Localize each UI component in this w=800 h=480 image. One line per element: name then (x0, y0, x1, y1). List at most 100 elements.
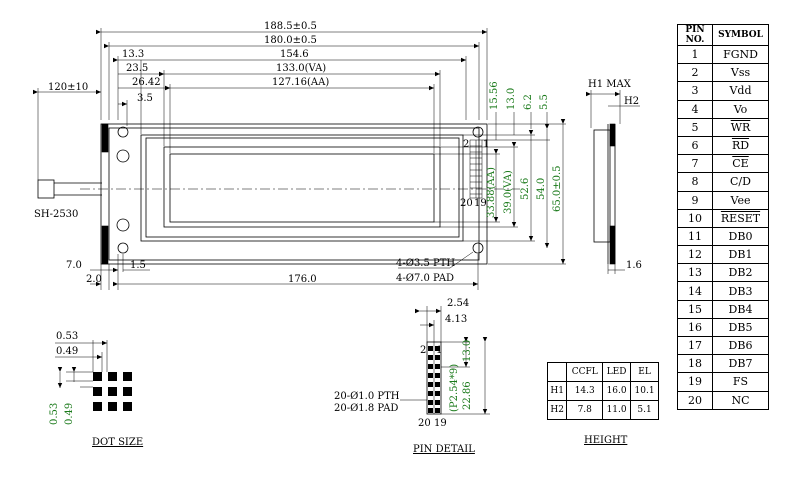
pin-symbol: Vss (712, 63, 769, 83)
dot-dim-size-y: 0.49 (64, 403, 75, 425)
dim-7-0: 7.0 (66, 260, 82, 271)
symbol-header: SYMBOL (712, 24, 769, 46)
pin-symbol: DB1 (712, 245, 769, 265)
pin-symbol: RESET (712, 208, 769, 228)
pin-detail-2: 2 (420, 345, 426, 356)
dot-size-detail: 0.53 0.49 0.53 0.49 DOT SIZE (49, 331, 143, 448)
table-cell: H2 (546, 400, 568, 420)
dim-13-0: 13.0 (506, 88, 517, 110)
pin-dim-pitch: (P2.54*9) (449, 364, 460, 412)
pin-label-1: 1 (483, 139, 489, 150)
dim-1-6: 1.6 (626, 260, 642, 271)
hole-l1 (116, 149, 130, 163)
pin-no: 1 (677, 44, 713, 65)
dim-13-3: 13.3 (122, 49, 144, 60)
dim-154-6: 154.6 (280, 49, 309, 60)
table-cell: 10.1 (630, 381, 659, 401)
dot-dim-pitch-x: 0.53 (56, 331, 78, 342)
dim-6-2: 6.2 (523, 94, 534, 110)
pin-label-19: 19 (474, 198, 487, 209)
table-cell: 16.0 (602, 381, 632, 401)
header-pins (469, 139, 483, 199)
table-row: H1 14.3 16.0 10.1 (546, 381, 659, 401)
pin-no: 8 (677, 172, 713, 192)
pin-symbol: DB6 (712, 335, 769, 356)
pin-no: 6 (677, 135, 713, 156)
pin-no-header: PIN NO. (677, 24, 713, 46)
pin-no: 2 (677, 63, 713, 83)
pin-detail-19: 19 (434, 418, 447, 429)
bezel-outline (140, 134, 464, 242)
pin-no: 5 (677, 117, 713, 137)
dim-1-5: 1.5 (130, 260, 146, 271)
pin-no: 12 (677, 245, 713, 265)
pin-pth-label: 20-Ø1.0 PTH (334, 391, 400, 402)
pin-detail-caption: PIN DETAIL (413, 444, 475, 455)
table-header-row: PIN NO. SYMBOL (677, 24, 769, 46)
pin-label-20: 20 (460, 198, 473, 209)
pin-symbol: DB5 (712, 317, 769, 338)
dot-size-caption: DOT SIZE (92, 437, 143, 448)
dim-188-5: 188.5±0.5 (264, 21, 317, 32)
pin-symbol: C/D (712, 172, 769, 192)
dim-2-0: 2.0 (86, 274, 102, 285)
pin-symbol: RD (712, 135, 769, 156)
pin-dim-13-0: 13.0 (462, 340, 473, 362)
front-view: 2 1 20 19 SH-2530 (33, 21, 566, 290)
pin-detail-20: 20 (418, 418, 431, 429)
pin-no: 19 (677, 372, 713, 392)
pin-dim-2-54: 2.54 (447, 298, 469, 309)
dim-cable-length: 120±10 (48, 82, 88, 93)
dim-23-5: 23.5 (126, 63, 148, 74)
dot-dim-size-x: 0.49 (56, 346, 78, 357)
bezel-inner (145, 137, 460, 238)
pin-symbol: DB3 (712, 281, 769, 301)
pin-symbol: DB2 (712, 263, 769, 283)
pin-symbol: FS (712, 372, 769, 392)
pcb-outline (108, 127, 480, 261)
table-row: H2 7.8 11.0 5.1 (546, 400, 659, 420)
height-header-led: LED (602, 362, 632, 382)
table-cell: 5.1 (630, 400, 659, 420)
pin-symbol: WR (712, 117, 769, 137)
dims-bottom (90, 251, 479, 290)
pin-no: 16 (677, 317, 713, 338)
pin-no: 3 (677, 81, 713, 101)
pin-detail-1: 1 (436, 345, 442, 356)
pin-no: 13 (677, 263, 713, 283)
pin-dim-22-86: 22.86 (462, 381, 473, 410)
hole-tl (117, 126, 129, 138)
pin-no: 9 (677, 190, 713, 210)
height-table: CCFL LED EL H1 14.3 16.0 10.1 H2 7.8 11.… (546, 362, 659, 420)
height-caption: HEIGHT (584, 435, 628, 446)
table-cell: 14.3 (566, 381, 604, 401)
pin-no: 17 (677, 335, 713, 356)
pin-symbol: DB0 (712, 226, 769, 247)
bracket-left-bottom (101, 225, 109, 265)
dot-dim-pitch-y: 0.53 (49, 403, 60, 425)
module-outline (100, 123, 488, 265)
dim-176: 176.0 (288, 274, 317, 285)
pin-symbol: FGND (712, 44, 769, 65)
viewing-area (163, 146, 441, 228)
hole-bl (117, 242, 129, 254)
pin-no: 7 (677, 154, 713, 174)
dim-h1-max: H1 MAX (588, 79, 632, 90)
